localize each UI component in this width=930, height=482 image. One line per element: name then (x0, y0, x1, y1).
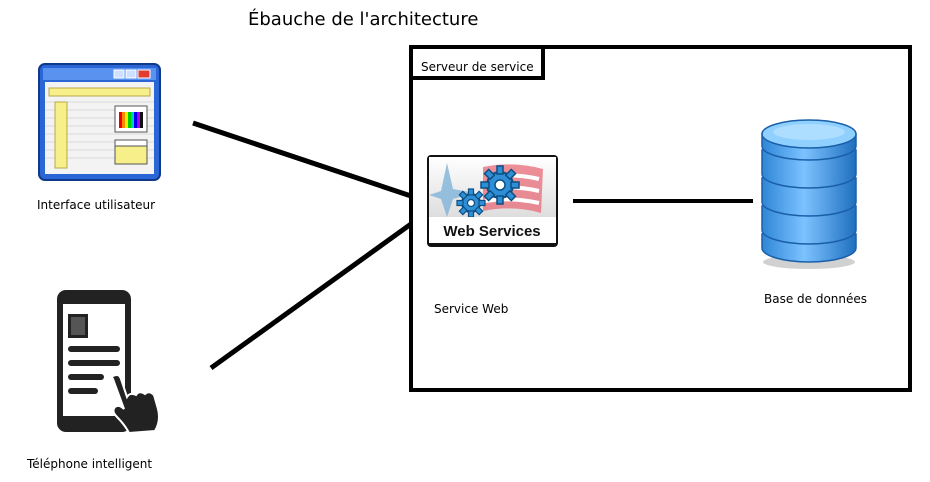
webservice-label: Service Web (434, 302, 509, 316)
phone-label: Téléphone intelligent (27, 457, 153, 471)
smartphone-touch-icon (57, 290, 160, 435)
server-container (409, 45, 912, 392)
connector-ui-to-server (192, 120, 412, 199)
server-label-tab: Serveur de service (409, 45, 545, 80)
diagram-title: Ébauche de l'architecture (248, 9, 479, 30)
ui-label: Interface utilisateur (37, 198, 156, 212)
database-icon (761, 119, 857, 269)
web-services-logo-text: Web Services (443, 223, 540, 240)
server-label: Serveur de service (421, 60, 534, 74)
database-label: Base de données (764, 292, 868, 306)
connector-phone-to-server (209, 221, 413, 371)
web-services-gears-icon: Web Services (427, 155, 558, 247)
application-window-icon (38, 63, 161, 181)
